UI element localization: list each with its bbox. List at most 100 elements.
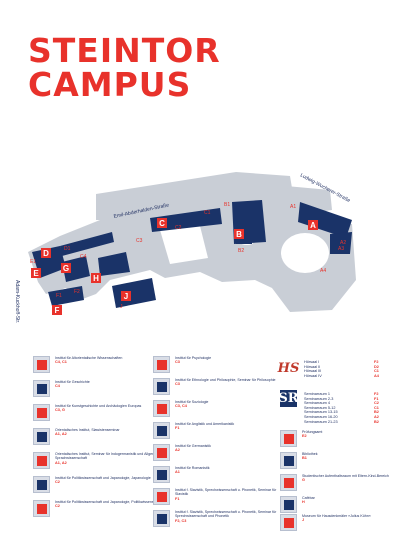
legend-item-name: Institut für Psychologie xyxy=(175,356,212,360)
institute-icon xyxy=(153,466,170,483)
legend-item: Institut für Ethnologie und Philosophie,… xyxy=(153,378,283,395)
entrance-label-c1: C1 xyxy=(204,210,211,216)
facility-name: Bibliothek xyxy=(302,452,318,456)
facility-code: H xyxy=(302,500,305,505)
room-name: Hörsaal III xyxy=(304,369,322,374)
legend-item-code: C3 xyxy=(175,360,180,365)
entrance-label-a4: A4 xyxy=(320,268,326,274)
seminar-room-icon: SR xyxy=(278,390,299,407)
title-line-2: CAMPUS xyxy=(28,65,192,104)
room-name: Seminarraum 16-20 xyxy=(304,415,338,419)
facility-code: B1 xyxy=(302,456,307,461)
legend-item-name: Institut für Germanistik xyxy=(175,444,211,448)
institute-icon xyxy=(33,356,50,373)
legend-item-name: Institut für Kunstgeschichte und Archäol… xyxy=(55,404,142,408)
legend-item-name: Institut für Geschichte xyxy=(55,380,90,384)
facility-name: Studentischer Aufenthaltsraum mit Eltern… xyxy=(302,474,389,478)
facility-icon xyxy=(280,430,297,447)
facility-icon xyxy=(280,452,297,469)
building-c xyxy=(150,208,222,232)
facility-name: Museum für Hausdenkmäler »Julius Kühn« xyxy=(302,514,371,518)
legend-item: Institut für Politikwissenschaft und Jap… xyxy=(33,476,163,493)
building-h xyxy=(98,252,130,276)
legend-item: Institut für Politikwissenschaft und Jap… xyxy=(33,500,163,517)
legend-item-name: Institut für Politikwissenschaft und Jap… xyxy=(55,500,162,504)
entrance-label-a2: A2 xyxy=(340,240,346,246)
legend-item-name: Institut für Soziologie xyxy=(175,400,209,404)
room-code: D2 xyxy=(374,364,379,369)
legend-item-name: Institut f. Slavistik, Sprechwissenschaf… xyxy=(175,488,277,497)
building-marker-b xyxy=(234,229,244,239)
legend-item-code: F1 xyxy=(175,426,180,431)
room-code: B2 xyxy=(374,410,379,415)
title-line-1: STEINTOR xyxy=(28,31,221,70)
entrance-label-j: J xyxy=(120,304,123,310)
entrance-label-c3: C3 xyxy=(136,238,143,244)
legend-item-name: Orientalisches Institut, Seminar für Ind… xyxy=(55,452,162,461)
building-letter-g: G xyxy=(63,264,69,273)
building-marker-j xyxy=(121,291,131,301)
entrance-label-d1: D1 xyxy=(64,246,71,252)
building-marker-e xyxy=(31,268,41,278)
room-code: A4 xyxy=(374,373,379,378)
room-code: F1 xyxy=(374,396,379,401)
room-name: Seminarraum 21-23 xyxy=(304,419,338,424)
entrance-label-f1: F1 xyxy=(56,293,62,299)
building-marker-h xyxy=(91,273,101,283)
institute-icon xyxy=(33,380,50,397)
legend-item: Orientalisches Institut, Seminar für Ind… xyxy=(33,452,163,469)
entrance-label-e1: E1 xyxy=(30,259,36,265)
room-code: C2 xyxy=(374,401,379,406)
room-name: Seminarraum 5-12 xyxy=(304,405,336,410)
building-letter-d: D xyxy=(43,249,49,258)
building-marker-c xyxy=(157,218,167,228)
room-code: C1 xyxy=(374,369,379,374)
legend-item: Institut f. Slavistik, Sprechwissenschaf… xyxy=(153,510,283,527)
room-row: Seminarraum 13-15 B2 xyxy=(304,410,379,414)
legend-item-code: C4, C1 xyxy=(55,360,67,365)
room-name: Hörsaal II xyxy=(304,364,321,369)
legend-item-code: C3, C4 xyxy=(175,404,187,409)
street-adam-label: Adam-Kuckhoff-Str. xyxy=(14,280,20,323)
facility-icon xyxy=(280,514,297,531)
room-name: Seminarraum 1 xyxy=(304,392,330,396)
legend-item-code: A1, A2 xyxy=(55,460,67,465)
legend-item: Institut für Anglistik und Amerikanistik… xyxy=(153,422,283,439)
building-letter-e: E xyxy=(33,269,39,278)
legend-item-code: A1 xyxy=(175,470,180,475)
legend-item-code: C3, G xyxy=(55,408,65,413)
legend-item: Institut f. Slavistik, Sprechwissenschaf… xyxy=(153,488,283,505)
entrance-label-f2: F2 xyxy=(74,289,80,295)
building-letter-j: J xyxy=(124,292,128,301)
legend-item-name: Institut für Romanistik xyxy=(175,466,210,470)
institute-icon xyxy=(33,404,50,421)
room-row: Hörsaal II D2 xyxy=(304,365,379,369)
building-marker-g xyxy=(61,263,71,273)
building-a-block xyxy=(330,232,352,254)
institute-icon xyxy=(33,500,50,517)
legend-item-name: Institut f. Slavistik, Sprechwissenschaf… xyxy=(175,510,277,519)
facility-item: Museum für Hausdenkmäler »Julius Kühn«J xyxy=(280,514,392,531)
room-row: Hörsaal III C1 xyxy=(304,369,379,373)
legend-item: Orientalisches Institut, Slawistensemina… xyxy=(33,428,163,445)
facility-icon xyxy=(280,474,297,491)
institute-icon xyxy=(153,378,170,395)
institute-icon xyxy=(33,452,50,469)
institute-icon xyxy=(153,444,170,461)
building-g xyxy=(62,256,90,282)
legend-item-code: F1 xyxy=(175,496,180,501)
lecture-hall-icon: HS xyxy=(277,361,300,376)
institute-icon xyxy=(153,510,170,527)
legend-item-name: Institut für Politikwissenschaft und Jap… xyxy=(55,476,151,480)
legend-item-code: F2, C3 xyxy=(175,518,187,523)
room-name: Seminarraum 13-15 xyxy=(304,410,338,415)
